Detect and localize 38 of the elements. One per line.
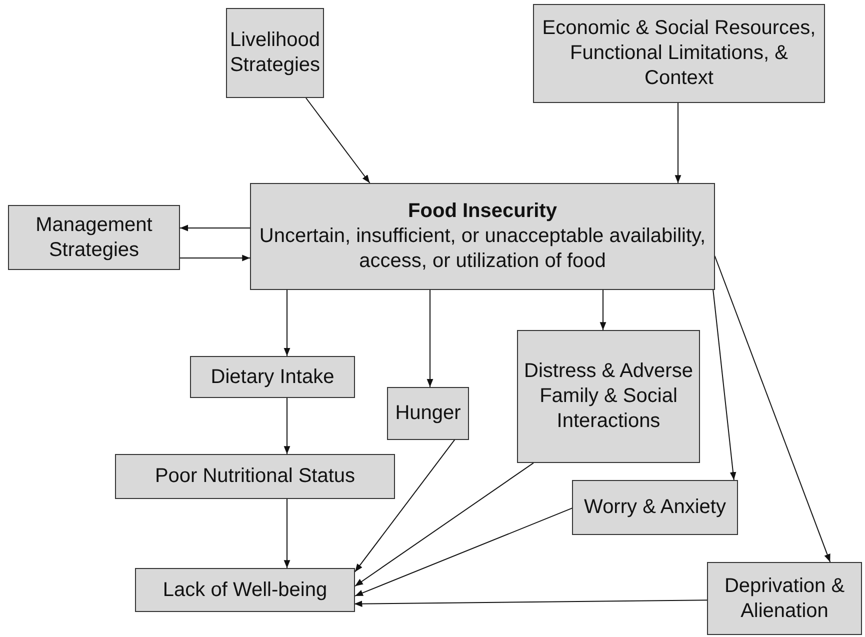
arrow	[600, 289, 606, 331]
box-label: Livelihood Strategies	[230, 28, 320, 78]
arrow	[354, 600, 708, 608]
arrow	[180, 254, 251, 262]
box-label: Dietary Intake	[210, 364, 334, 390]
arrow	[354, 439, 456, 572]
arrow	[306, 98, 370, 184]
process-box	[572, 480, 738, 535]
arrow	[674, 102, 682, 184]
arrow	[284, 290, 290, 356]
arrow	[180, 224, 251, 232]
process-box	[533, 4, 825, 103]
arrow	[284, 498, 290, 569]
box-label: Uncertain, insufficient, or unacceptable availability, access, or utilization of food	[258, 224, 707, 274]
arrow	[712, 289, 736, 481]
box-label: Economic & Social Resources, Functional Limitations, & Context	[541, 16, 817, 91]
process-box	[250, 183, 715, 290]
arrow	[426, 289, 434, 388]
box-label: Distress & Adverse Family & Social Interactions	[523, 359, 694, 434]
process-box	[135, 568, 355, 612]
box-heading: Food Insecurity	[408, 199, 557, 224]
box-label: Deprivation & Alienation	[723, 574, 846, 624]
process-box	[8, 205, 180, 270]
process-box	[387, 387, 469, 440]
process-box	[517, 330, 700, 463]
box-label: Management Strategies	[34, 212, 154, 262]
arrow	[284, 397, 290, 455]
arrow	[354, 462, 534, 587]
process-box	[115, 454, 395, 499]
process-box	[707, 562, 862, 635]
arrow	[354, 508, 573, 596]
box-label: Hunger	[395, 401, 461, 426]
box-label: Lack of Well-being	[162, 578, 328, 602]
process-box	[190, 356, 355, 398]
arrow	[714, 255, 831, 563]
box-label: Poor Nutritional Status	[154, 464, 356, 489]
box-label: Worry & Anxiety	[584, 495, 726, 520]
process-box	[226, 8, 324, 98]
